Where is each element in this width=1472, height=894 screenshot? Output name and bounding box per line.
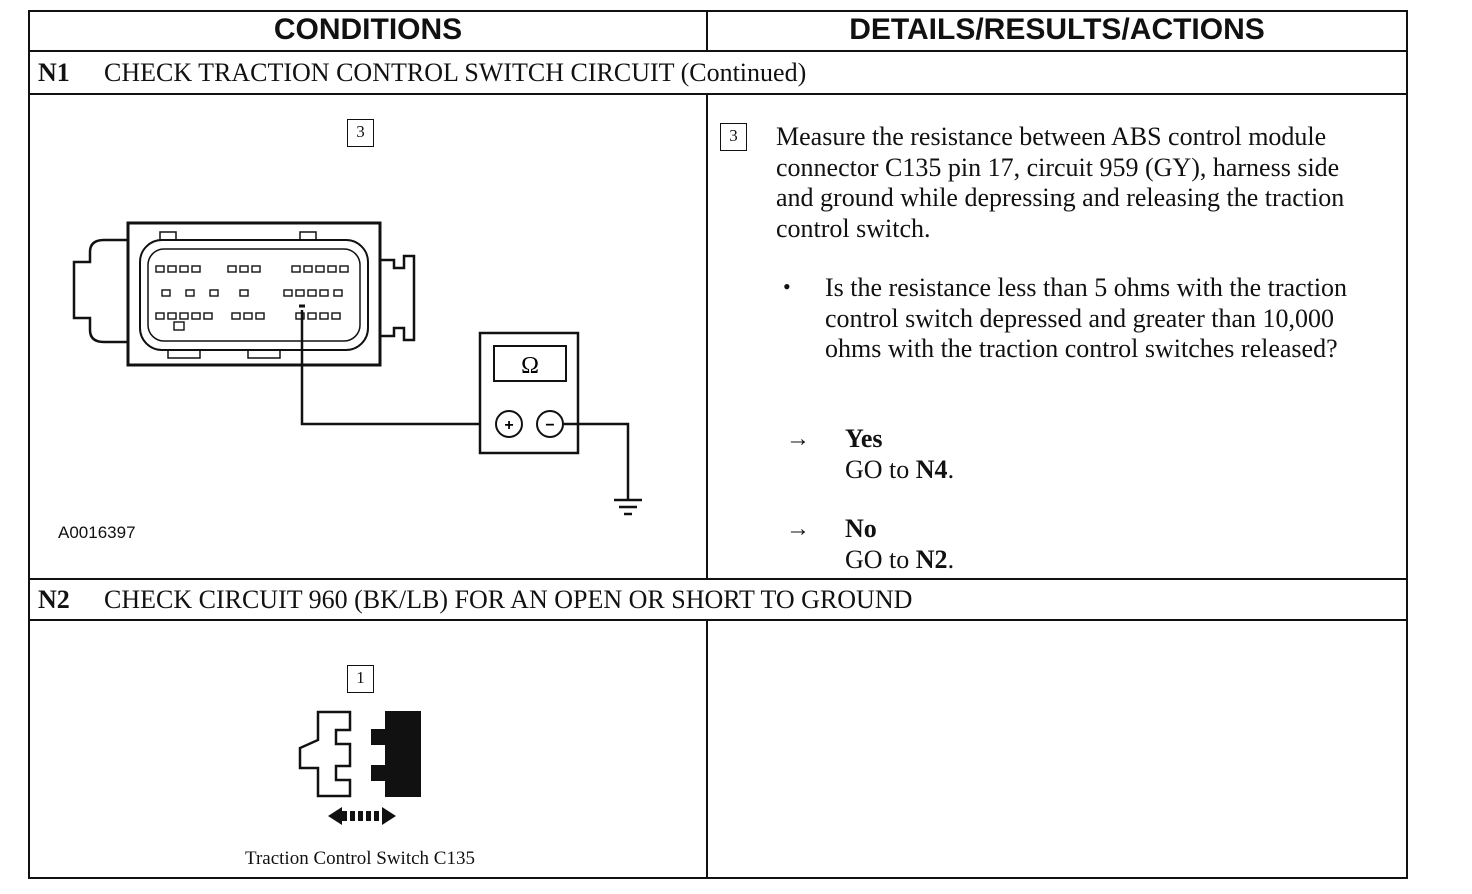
yes-arrow: → <box>786 426 810 452</box>
n2-title-bottom-border <box>28 619 1408 621</box>
table-left-border <box>28 10 30 879</box>
details-header: DETAILS/RESULTS/ACTIONS <box>849 13 1265 46</box>
connector-pin-cavity <box>139 239 369 351</box>
connector-pins <box>155 265 349 331</box>
column-divider-header <box>706 10 708 51</box>
plus-sign: + <box>504 417 513 434</box>
n1-diagram-step-number: 3 <box>347 119 374 147</box>
n1-action-step-number: 3 <box>720 123 747 151</box>
no-arrow: → <box>786 516 810 542</box>
switch-connector-diagram <box>298 710 421 825</box>
positive-test-lead <box>300 310 494 426</box>
bullet: • <box>783 274 791 299</box>
n1-step-id: N1 <box>38 58 70 87</box>
header-bottom-border <box>28 50 1408 52</box>
ohmmeter-display <box>493 345 567 382</box>
n1-body-bottom-border <box>28 578 1408 580</box>
n1-action-text: Measure the resistance between ABS contr… <box>776 122 1345 243</box>
n1-step-title: CHECK TRACTION CONTROL SWITCH CIRCUIT (C… <box>104 58 807 87</box>
yes-label: Yes <box>845 424 883 453</box>
n1-title-bottom-border <box>28 93 1408 95</box>
connector-housing <box>126 221 382 367</box>
table-right-border <box>1406 10 1408 879</box>
conditions-header: CONDITIONS <box>273 13 463 46</box>
n1-question-text: Is the resistance less than 5 ohms with … <box>825 273 1348 363</box>
connector-right-latch <box>380 254 416 342</box>
yes-action: GO to N4. <box>845 455 955 484</box>
no-action: GO to N2. <box>845 545 955 574</box>
column-divider-n2 <box>706 619 708 879</box>
figure-code: A0016397 <box>58 523 136 542</box>
minus-sign: − <box>545 417 554 434</box>
no-label: No <box>845 514 877 543</box>
n2-step-id: N2 <box>38 585 70 614</box>
yes-target: N4 <box>915 455 948 484</box>
harness-connector <box>298 710 352 798</box>
switch-connector <box>371 711 421 797</box>
switch-caption: Traction Control Switch C135 <box>245 848 475 869</box>
connector-meter-diagram: Ω + − <box>72 221 642 516</box>
n1-title-row: N1 CHECK TRACTION CONTROL SWITCH CIRCUIT … <box>38 56 806 90</box>
no-answer: No GO to N2. <box>845 513 954 575</box>
meter-positive-terminal <box>495 410 523 438</box>
yes-answer: Yes GO to N4. <box>845 423 954 485</box>
table-bottom-border <box>28 877 1408 879</box>
negative-test-lead <box>563 422 630 500</box>
table-top-border <box>28 10 1408 12</box>
n2-step-title: CHECK CIRCUIT 960 (BK/LB) FOR AN OPEN OR… <box>104 585 913 614</box>
no-target: N2 <box>915 545 948 574</box>
ohm-symbol: Ω <box>521 353 539 379</box>
disconnect-arrow <box>328 807 396 825</box>
n2-title-row: N2 CHECK CIRCUIT 960 (BK/LB) FOR AN OPEN … <box>38 583 912 617</box>
ground-symbol <box>614 498 642 516</box>
n2-diagram-step-number: 1 <box>347 665 374 693</box>
column-divider-n1 <box>706 93 708 580</box>
connector-left-tab <box>72 238 128 344</box>
